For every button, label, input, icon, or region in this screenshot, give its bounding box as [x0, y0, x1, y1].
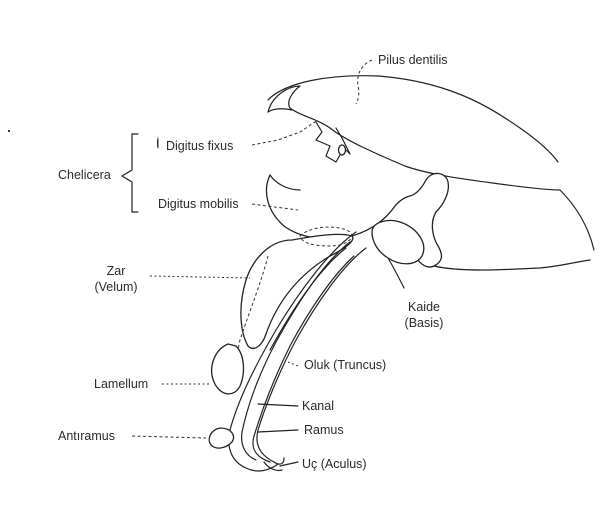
label-digitus-fixus: Digitus fixus — [166, 138, 233, 154]
zar-velum-outline — [241, 234, 353, 348]
chelicera-bracket — [122, 134, 138, 212]
label-ramus: Ramus — [304, 422, 344, 438]
label-zar: Zar — [86, 263, 146, 279]
label-antiramus: Antıramus — [58, 428, 115, 444]
pilus-dentilis-bulb — [339, 145, 346, 155]
leader-zar — [150, 276, 250, 278]
chelicera-right-edge — [560, 190, 594, 250]
digitus-fixus-outline — [268, 86, 560, 190]
leader-digitus-fixus — [252, 120, 318, 145]
label-kanal: Kanal — [302, 398, 334, 414]
bracket-mark: I — [156, 136, 159, 152]
chelicera-lower-outline — [434, 260, 590, 270]
label-chelicera: Chelicera — [58, 167, 111, 183]
stray-dot — [8, 130, 10, 132]
leader-antiramus — [132, 436, 206, 438]
label-uc-aculus: Uç (Aculus) — [302, 456, 367, 472]
pilus-dentilis-structure — [316, 122, 350, 162]
label-lamellum: Lamellum — [94, 376, 148, 392]
label-oluk: Oluk (Truncus) — [304, 357, 386, 373]
label-digitus-mobilis: Digitus mobilis — [158, 196, 239, 212]
leader-pilus-dentilis — [356, 60, 372, 104]
digitus-fixus-tip — [268, 109, 292, 112]
label-velum: (Velum) — [86, 279, 146, 295]
antiramus-outline — [209, 428, 233, 448]
label-basis: (Basis) — [394, 315, 454, 331]
leader-oluk — [288, 362, 298, 366]
lamellum-outline — [212, 344, 244, 394]
label-kaide: Kaide — [394, 299, 454, 315]
label-pilus-dentilis: Pilus dentilis — [378, 52, 447, 68]
leader-ramus — [258, 430, 298, 432]
